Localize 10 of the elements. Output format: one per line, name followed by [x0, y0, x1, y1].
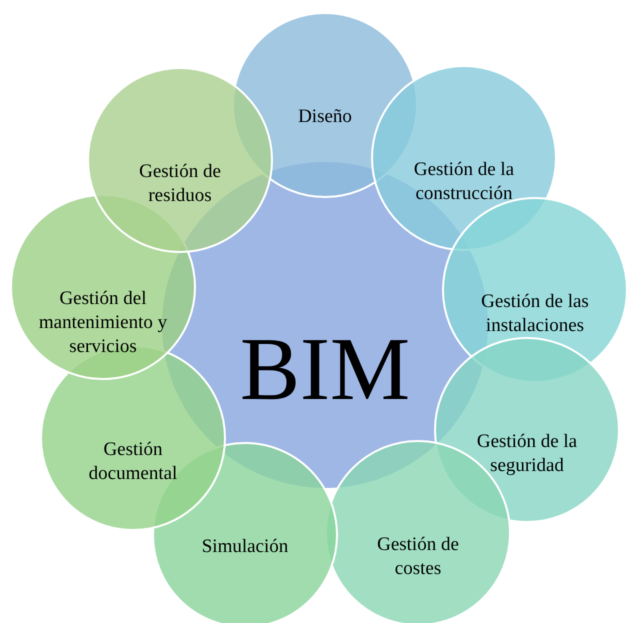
circle-label: Gestión de residuos	[138, 160, 222, 208]
circle-label: Simulación	[200, 535, 290, 559]
circle-label: Gestión documental	[88, 438, 178, 486]
circle-label: Gestión de costes	[376, 533, 460, 580]
center-title: BIM	[238, 325, 412, 415]
circle-label: Diseño	[297, 105, 353, 129]
circle-label: Gestión del mantenimiento y servicios	[38, 287, 168, 358]
circle-label: Gestión de la construcción	[412, 158, 516, 206]
circle-label: Gestión de la seguridad	[476, 430, 578, 478]
circle-label: Gestión de las instalaciones	[480, 290, 590, 338]
